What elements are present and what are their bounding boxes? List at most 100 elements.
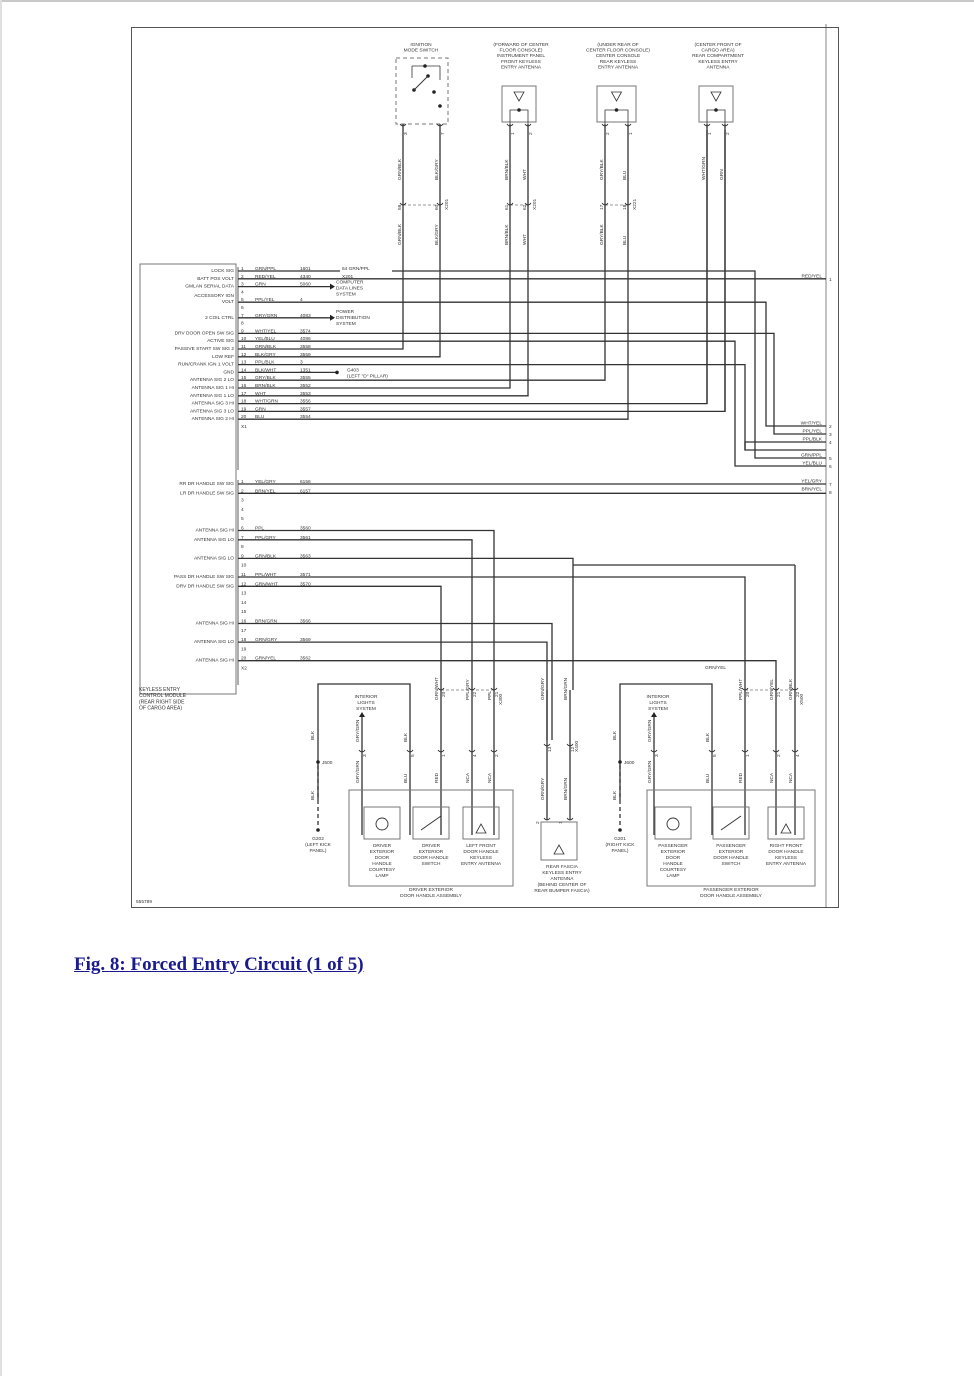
- top-component-name: (FORWARD OF CENTER: [493, 42, 549, 48]
- interior-lights-label: INTERIOR: [647, 694, 670, 700]
- x1-circuit-number: 3558: [300, 344, 311, 350]
- connector-pin-number: 4: [795, 754, 801, 757]
- inline-pin-number: 60: [434, 204, 440, 210]
- x2-pin-number: 8: [241, 544, 244, 550]
- top-pin-number: 2: [605, 132, 611, 135]
- x1-pin-signal: BATT POS VOLT: [197, 276, 234, 282]
- trunk-wire-label: GRN/YEL: [705, 665, 726, 671]
- x201-splice-label: 64 GRN/PPL: [342, 266, 370, 272]
- x2-pin-number: 17: [241, 628, 247, 634]
- x2-pin-number: 1: [241, 479, 244, 485]
- connector-pin-icon: [399, 123, 407, 127]
- ignition-switch-box: [395, 57, 449, 125]
- x2-circuit-number: 3562: [300, 656, 311, 662]
- x2-circuit-number: 3561: [300, 535, 311, 541]
- x2-pin-signal: LR DR HANDLE SW SIG: [180, 490, 234, 496]
- x1-pin-signal: LOW REF: [212, 354, 234, 360]
- figure-caption-link[interactable]: Fig. 8: Forced Entry Circuit (1 of 5): [74, 954, 364, 975]
- inline-wire-color: GRY/BLK: [599, 223, 605, 245]
- ground-label: PANEL): [612, 848, 629, 854]
- x2-pin-number: 9: [241, 553, 244, 559]
- right-edge-wire-label: YEL/BLU: [802, 461, 822, 467]
- module-name: KEYLESS ENTRY: [139, 687, 181, 693]
- x1-wire-color: RED/YEL: [255, 274, 276, 280]
- x1-circuit-number: 3555: [300, 375, 311, 381]
- x2-wire-color: PPL: [255, 526, 264, 532]
- connector-pin-number: 2: [494, 754, 500, 757]
- top-pin-number: 1: [628, 132, 634, 135]
- connector-pin-icon: [437, 749, 445, 753]
- x1-circuit-number: 5060: [300, 282, 311, 288]
- computer-data-label: COMPUTER: [336, 280, 364, 286]
- door-part-label: DOOR HANDLE: [713, 855, 748, 861]
- door-wire-lower-color: NCA: [788, 772, 794, 783]
- x1-wire-color: PPL/YEL: [255, 297, 275, 303]
- right-edge-ppl-blk: [744, 441, 826, 450]
- connector-label: X500: [799, 693, 805, 705]
- x1-wire-pin-16: [238, 240, 511, 389]
- door-wire-lower-color: GRY/GRN: [647, 760, 653, 783]
- door-part-label: SWITCH: [722, 861, 741, 867]
- door-assembly-label: DRIVER EXTERIOR: [409, 887, 454, 893]
- connector-pin-icon: [708, 749, 716, 753]
- rear-fascia-connector-label: X400: [574, 740, 580, 752]
- x1-wire-color: PPL/BLK: [255, 360, 275, 366]
- x2-wire-color: PPL/WHT: [255, 572, 276, 578]
- x2-pin-number: 20: [241, 656, 247, 662]
- x1-pin-signal: DRV DOOR OPEN SW SIG: [175, 330, 235, 336]
- x1-pin-number: 2: [241, 274, 244, 280]
- x2-pin-signal: ANTENNA SIG HI: [196, 621, 234, 627]
- x2-circuit-number: 3563: [300, 553, 311, 559]
- x2-wire-pin-11: [238, 576, 746, 690]
- x1-wire-color: BRN/BLK: [255, 383, 276, 389]
- x1-pin-signal: PASSIVE START SW SIG 2: [175, 346, 235, 352]
- rear-fascia-label: KEYLESS ENTRY: [542, 870, 582, 876]
- x2-circuit-number: 6156: [300, 479, 311, 485]
- rear-fascia-upper-color: BRN/GRN: [563, 677, 569, 700]
- x2-pin-signal: RR DR HANDLE SW SIG: [179, 481, 234, 487]
- x1-wire-color: BLK/GRY: [255, 352, 277, 358]
- x1-wire-color: WHT: [255, 391, 266, 397]
- splice-J600: [618, 760, 622, 764]
- x1-wire-pin-10: [238, 340, 826, 467]
- door-part-box: [363, 806, 401, 840]
- connector-pin-icon: [543, 817, 551, 821]
- x1-pin-number: 20: [241, 414, 247, 420]
- connector-pin-number: 5: [712, 754, 718, 757]
- x2-wire-color: GRN/WHT: [255, 581, 278, 587]
- door-part-label: PASSENGER: [658, 843, 688, 849]
- antenna-box: [501, 85, 537, 123]
- x2-wire-pin-7: [238, 539, 473, 690]
- door-part-label: DRIVER: [422, 843, 441, 849]
- connector-pin-number: 22: [795, 691, 801, 697]
- right-edge-wire-label: WHT/YEL: [801, 421, 823, 427]
- connector-pin-icon: [543, 743, 551, 747]
- rear-fascia-label: REAR BUMPER FASCIA): [534, 888, 590, 894]
- x1-pin-signal: GMLAN SERIAL DATA: [185, 284, 234, 290]
- connector-pin-number: 3: [362, 754, 368, 757]
- x1-wire-color: WHT/GRN: [255, 399, 278, 405]
- antenna-icon: [475, 823, 487, 834]
- x1-circuit-number: 3556: [300, 399, 311, 405]
- x1-circuit-number: 1351: [300, 367, 311, 373]
- connector-pin-icon: [741, 749, 749, 753]
- door-part-label: SWITCH: [422, 861, 441, 867]
- arrow-interior-lights-icon: [651, 712, 657, 717]
- keyless-module-box: [139, 263, 237, 695]
- antenna-node: [517, 108, 521, 112]
- x2-circuit-number: 3566: [300, 619, 311, 625]
- x2-circuit-number: 3571: [300, 572, 311, 578]
- interior-lights-label: SYSTEM: [648, 706, 668, 712]
- antenna-icon: [780, 823, 792, 834]
- x1-wire-color: GRN/BLK: [255, 344, 277, 350]
- x2-pin-number: 10: [241, 563, 247, 569]
- inline-wire-color: BLK/GRY: [434, 223, 440, 245]
- connector-pin-icon: [490, 749, 498, 753]
- page-top-border: [0, 0, 974, 2]
- x1-circuit-number: 3552: [300, 383, 311, 389]
- interior-lights-label: LIGHTS: [649, 700, 666, 706]
- connector-pin-number: 13: [547, 746, 553, 752]
- right-edge-wire-label: PPL/YEL: [803, 429, 823, 435]
- x1-wire-color: GRY/GRN: [255, 313, 278, 319]
- rear-fascia-lower-color: BRN/GRN: [563, 777, 569, 800]
